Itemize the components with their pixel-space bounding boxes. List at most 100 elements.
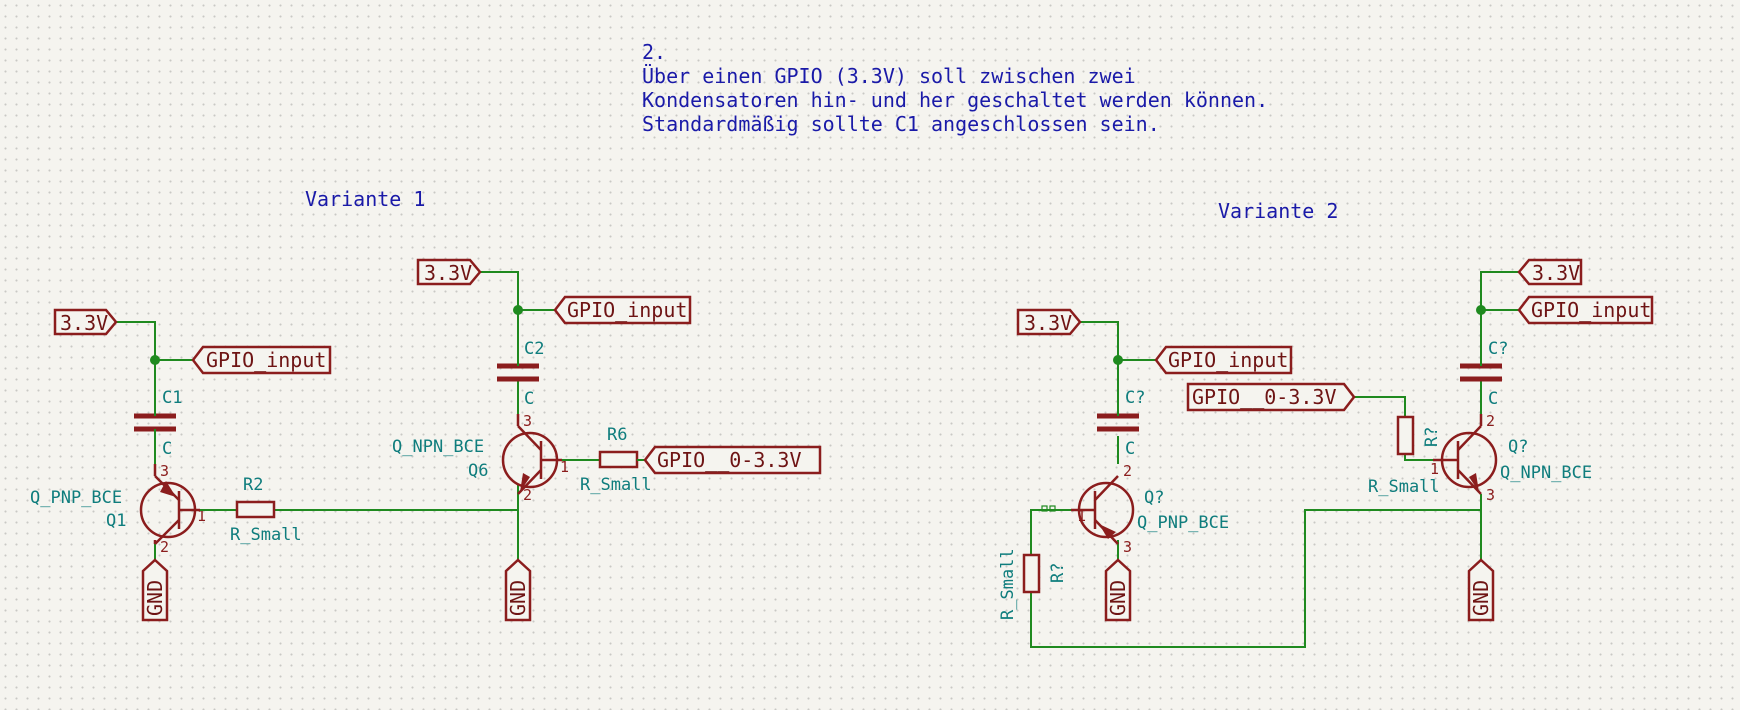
pin-number: 3 [160,462,169,480]
transistor-collector [154,519,180,545]
power-label-3v3[interactable] [1016,308,1082,336]
transistor-collector [517,425,542,451]
wire [1354,396,1406,417]
cap-ref: C2 [524,339,544,359]
transistor-collector [1457,425,1482,451]
res-value: R_Small [1368,477,1440,497]
gpio-input-label[interactable] [553,295,692,325]
gpio-input-label[interactable] [1154,345,1293,375]
resistor-r6[interactable] [598,450,639,469]
wire [480,271,519,357]
wire [116,321,156,405]
pin-number: 1 [197,507,206,525]
note-line-4: Standardmäßig sollte C1 angeschlossen se… [642,112,1160,136]
transistor-value: Q_PNP_BCE [1137,513,1229,533]
emitter-arrow-icon [520,473,530,492]
resistor-r2[interactable] [235,500,276,519]
transistor-collector [1094,475,1119,501]
pin-marker [1041,505,1048,512]
emitter-arrow-icon [1099,524,1116,539]
junction-dot [1476,305,1486,315]
pin-number: 2 [1486,412,1495,430]
cap-value: C [1488,389,1498,409]
transistor-emitter [517,469,542,495]
power-label-text: 3.3V [1024,311,1072,335]
v1-right-circuit: 3.3V GPIO_input C2 C 3 2 1 Q_NPN_BCE Q6 … [392,258,822,622]
power-label-3v3[interactable] [416,258,482,286]
transistor-ref: Q? [1144,488,1164,508]
description-note: 2. Über einen GPIO (3.3V) soll zwischen … [642,40,1268,136]
gpio-input-label[interactable] [1517,295,1654,325]
note-line-3: Kondensatoren hin- und her geschaltet we… [642,88,1268,112]
junction-dot [1113,355,1123,365]
pin-number: 3 [1123,538,1132,556]
gnd-text: GND [506,580,530,616]
res-value: R_Small [230,525,302,545]
cap-ref: C1 [162,388,182,408]
res-ref: R? [1048,563,1068,583]
pin-number: 1 [560,458,569,476]
gnd-symbol[interactable] [141,558,169,622]
gpio-control-label[interactable] [1186,382,1356,412]
transistor-value: Q_NPN_BCE [392,437,484,457]
gpio-input-text: GPIO_input [1168,348,1288,372]
variante-1-title: Variante 1 [305,187,425,211]
wire [1480,271,1519,357]
gpio-input-text: GPIO_input [206,348,326,372]
gpio-input-label[interactable] [191,345,332,375]
transistor-value: Q_PNP_BCE [30,488,122,508]
res-ref: R2 [243,475,263,495]
wire [1030,509,1481,648]
wire [1080,321,1119,405]
pin-number: 2 [523,486,532,504]
transistor-ref: Q6 [468,461,488,481]
transistor-ref: Q? [1508,437,1528,457]
res-ref: R6 [607,425,627,445]
note-line-1: 2. [642,40,666,64]
res-value: R_Small [580,475,652,495]
transistor-value: Q_NPN_BCE [1500,463,1592,483]
cap-ref: C? [1125,388,1145,408]
pin-marker [1049,505,1056,512]
emitter-arrow-icon [1469,473,1479,492]
junction-dot [150,355,160,365]
gpio-control-label[interactable] [643,445,822,475]
gnd-symbol[interactable] [504,558,532,622]
variante-2-title: Variante 2 [1218,199,1338,223]
gpio-control-text: GPIO__0-3.3V [1192,385,1337,409]
cap-value: C [162,439,172,459]
junction-dot [513,305,523,315]
pin-number: 1 [1077,507,1086,525]
note-line-2: Über einen GPIO (3.3V) soll zwischen zwe… [642,64,1136,88]
gnd-text: GND [1106,580,1130,616]
v1-left-circuit: 3.3V GPIO_input C1 C 3 2 1 Q_PNP_BCE Q1 … [30,308,518,622]
gnd-text: GND [1469,580,1493,616]
pin-number: 3 [523,412,532,430]
cap-ref: C? [1488,339,1508,359]
gnd-symbol[interactable] [1104,558,1132,622]
gnd-symbol[interactable] [1467,558,1495,622]
v2-left-circuit: 3.3V GPIO_input C? C 2 3 1 Q? Q_PNP_BCE … [998,308,1481,648]
wire [1030,509,1071,555]
gpio-input-text: GPIO_input [567,298,687,322]
power-label-3v3[interactable] [53,308,118,336]
power-label-3v3[interactable] [1517,258,1583,286]
pin-number: 2 [160,538,169,556]
transistor-ref: Q1 [106,511,126,531]
gnd-text: GND [143,580,167,616]
pin-number: 1 [1430,460,1439,478]
resistor-vertical[interactable] [1396,415,1415,456]
res-ref: R? [1422,427,1442,447]
power-label-text: 3.3V [424,261,472,285]
pin-number: 3 [1486,486,1495,504]
gpio-control-text: GPIO__0-3.3V [657,448,802,472]
resistor-vertical[interactable] [1022,553,1041,594]
cap-value: C [1125,439,1135,459]
power-label-text: 3.3V [1532,261,1580,285]
res-value: R_Small [998,548,1018,620]
gpio-input-text: GPIO_input [1531,298,1651,322]
v2-right-circuit: 3.3V GPIO_input GPIO__0-3.3V C? C 2 3 1 … [1186,258,1654,622]
power-label-text: 3.3V [60,311,108,335]
pin-number: 2 [1123,462,1132,480]
emitter-arrow-icon [160,481,176,497]
